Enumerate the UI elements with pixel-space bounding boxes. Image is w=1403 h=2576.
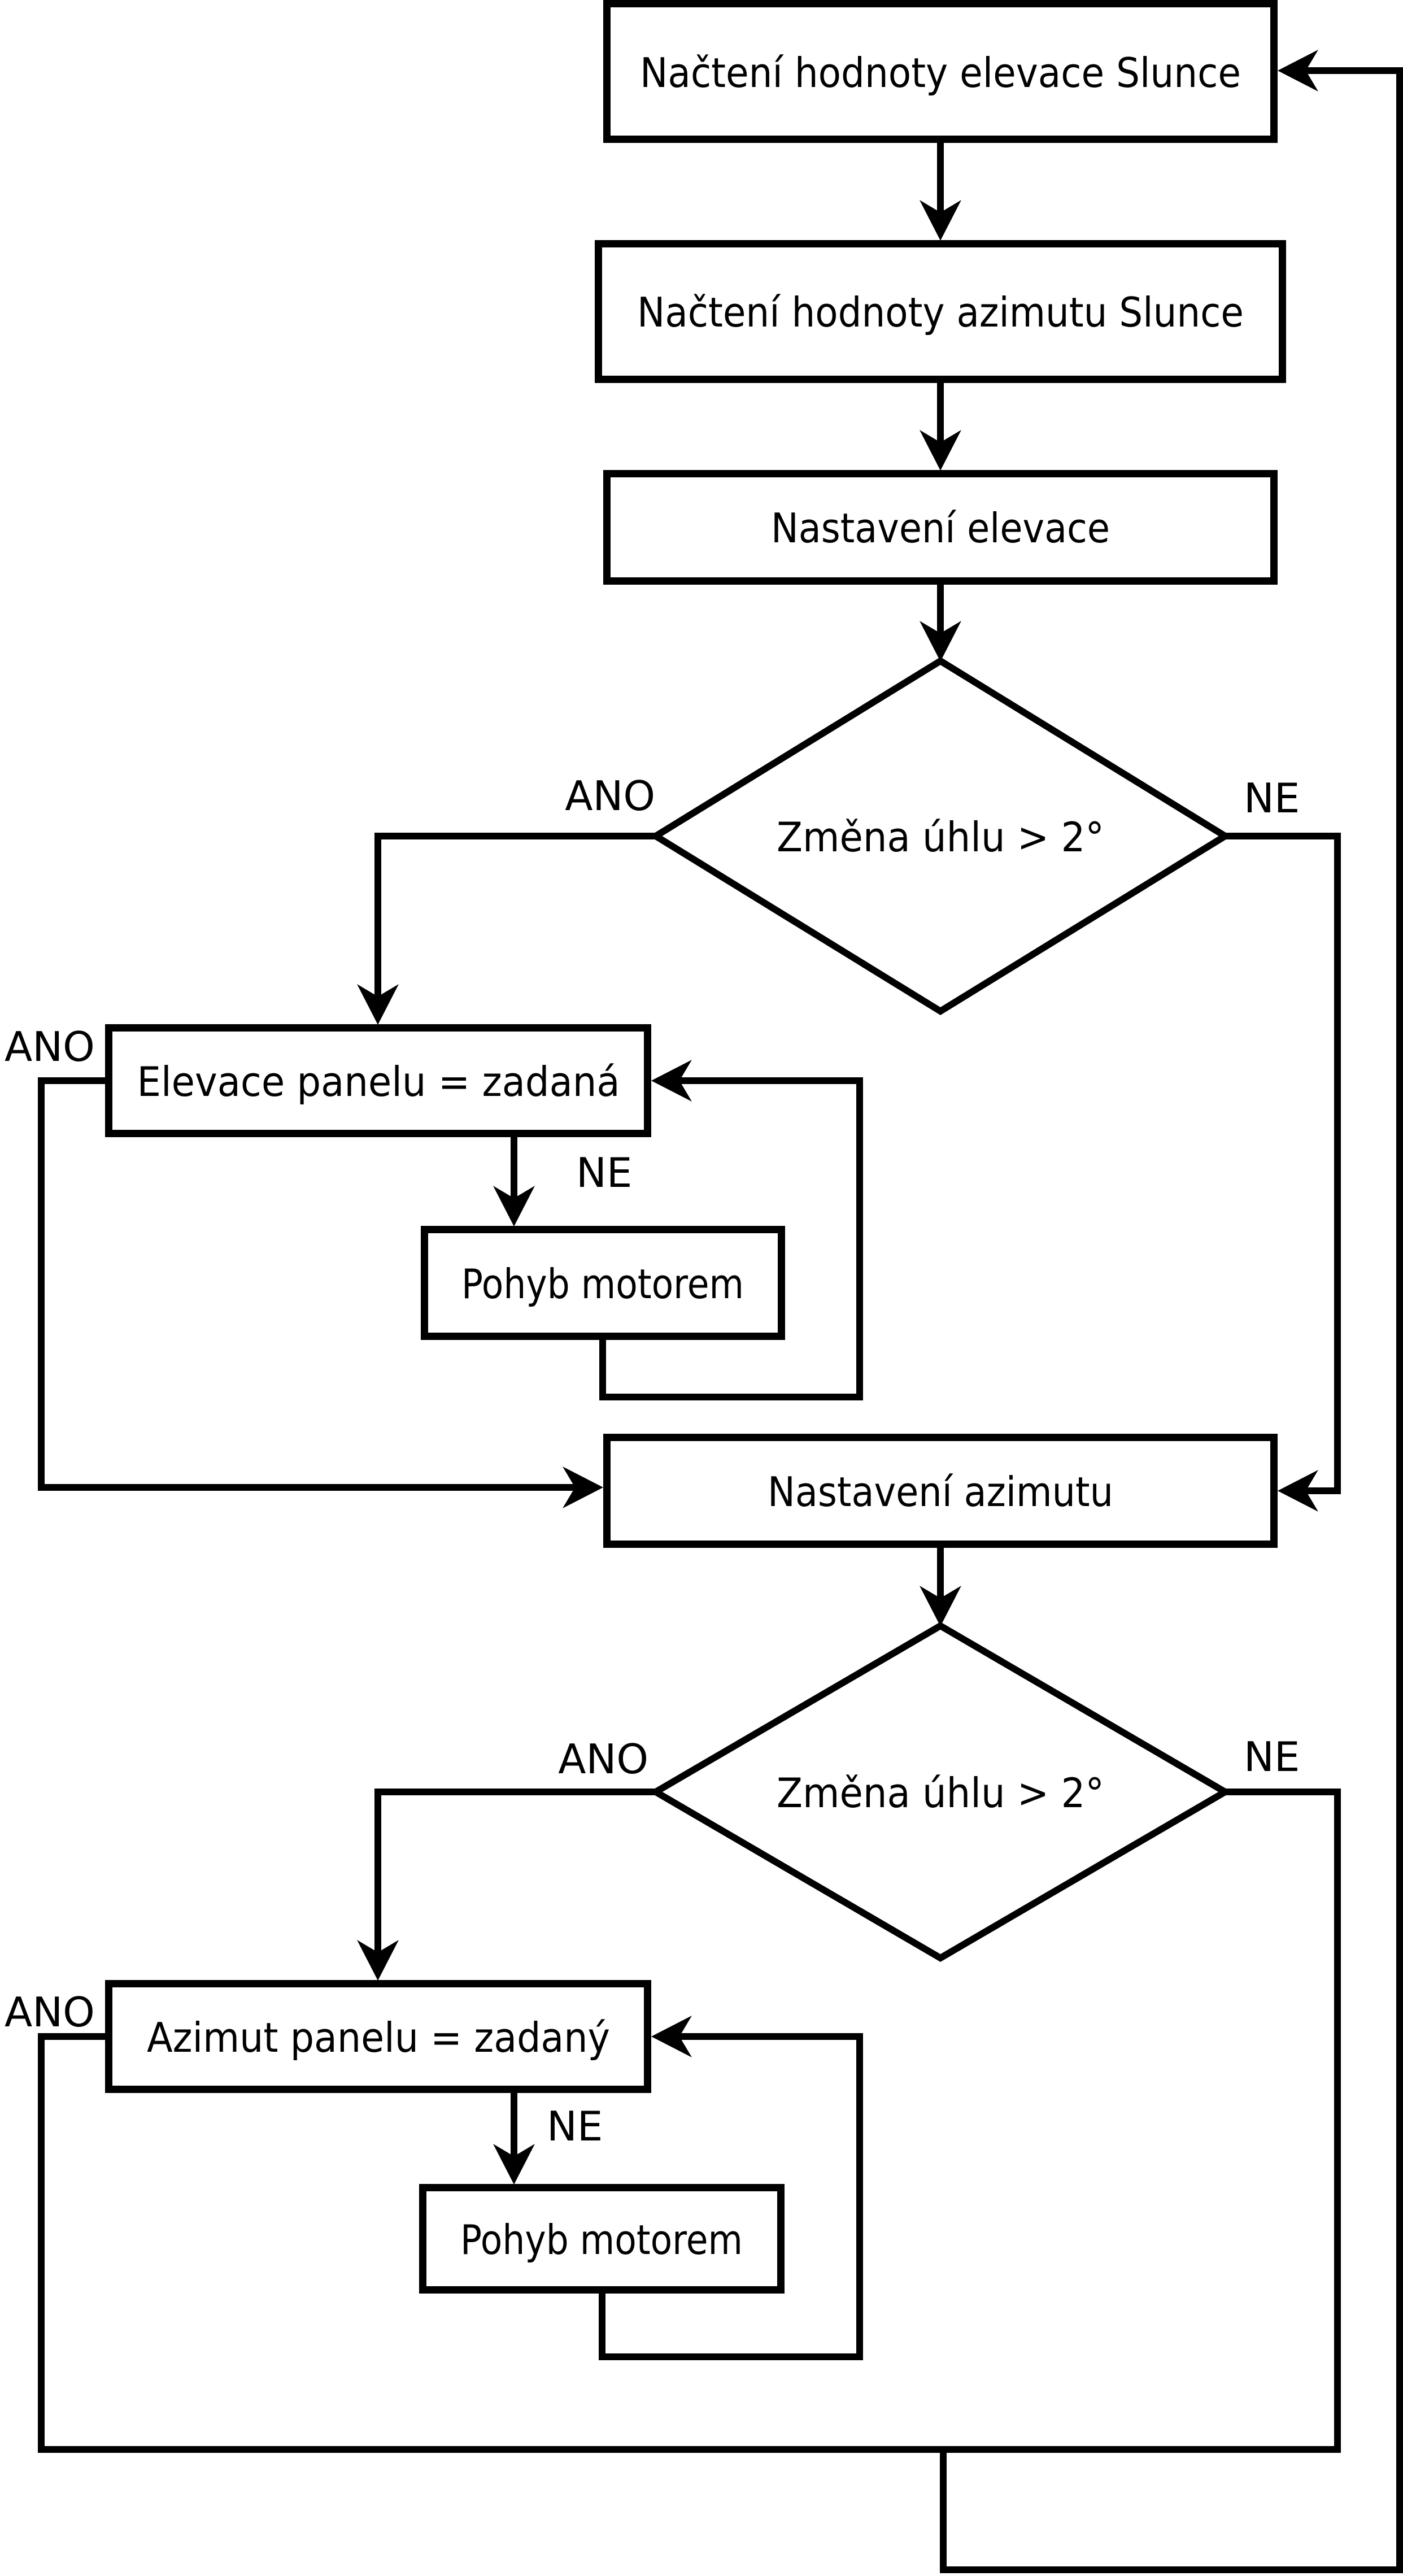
arrowhead-yes-into-set-azimuth [563,1467,603,1508]
branch-label-yes-azimuth-check: ANO [558,1735,648,1783]
process-box-motor-elevation [421,1226,785,1340]
arrowhead-return-into-read-elevation [1278,50,1318,92]
label-set-azimuth: Nastavení azimutu [768,1468,1113,1516]
branch-label-yes-elevation-equal: ANO [5,1023,95,1071]
arrowhead-loop-into-azimuth-equal [651,2016,692,2057]
edge-azimuth-equal-yes [38,2033,1341,2453]
edges [38,67,1403,2573]
process-box-elevation-equal [105,1024,651,1137]
arrowheads [357,50,1318,2185]
node-labels: Načtení hodnoty elevace Slunce Načtení h… [137,49,1244,2264]
label-azimuth-equal: Azimut panelu = zadaný [147,2014,610,2061]
process-box-motor-azimuth [419,2184,785,2294]
arrowhead-into-motor-elevation [493,1186,535,1226]
branch-label-no-azimuth-check: NE [1244,1733,1300,1781]
branch-label-no-azimuth-equal: NE [547,2103,603,2150]
edge-elevation-equal-yes [38,1077,578,1491]
branch-label-yes-elevation-check: ANO [565,772,655,820]
arrowhead-into-set-elevation [920,430,961,471]
label-read-elevation: Načtení hodnoty elevace Slunce [640,49,1241,97]
label-read-azimuth: Načtení hodnoty azimutu Slunce [637,289,1244,336]
arrowhead-no-into-set-azimuth [1278,1470,1318,1512]
process-box-read-azimuth [595,240,1286,383]
label-azimuth-check: Změna úhlu > 2° [777,1769,1104,1817]
edge-elevation-check-yes [374,833,659,1001]
label-motor-azimuth: Pohyb motorem [460,2216,743,2264]
label-set-elevation: Nastavení elevace [771,504,1110,552]
edge-motor-azimuth-loop [599,2033,863,2360]
process-box-azimuth-equal [105,1980,651,2093]
process-box-set-elevation [603,470,1278,585]
edge-azimuth-check-yes [374,1789,659,1956]
branch-label-no-elevation-equal: NE [576,1149,632,1196]
nodes [105,0,1286,2294]
decision-diamond-elevation-check [649,656,1232,1016]
label-motor-elevation: Pohyb motorem [461,1260,744,1308]
decision-diamond-azimuth-check [649,1622,1232,1962]
edge-elevation-check-no [1222,833,1341,1494]
edge-return-to-start [940,67,1403,2573]
arrowhead-into-motor-azimuth [493,2144,535,2185]
branch-label-yes-azimuth-equal: ANO [5,1988,95,2036]
arrowhead-loop-into-elevation-equal [651,1060,692,1102]
label-elevation-equal: Elevace panelu = zadaná [137,1058,620,1106]
edge-motor-elevation-loop [599,1077,863,1400]
arrowhead-into-read-azimuth [920,200,961,241]
arrowhead-into-azimuth-check [920,1586,961,1626]
arrowhead-into-elevation-check [920,621,961,662]
branch-labels: ANO NE ANO NE ANO NE ANO NE [5,772,1300,2150]
arrowhead-into-elevation-equal-top [357,984,399,1025]
arrowhead-into-azimuth-equal-top [357,1940,399,1981]
process-box-set-azimuth [603,1434,1278,1548]
process-box-read-elevation [603,0,1278,143]
branch-label-no-elevation-check: NE [1244,774,1300,822]
edge-azimuth-check-no [1222,1789,1341,2453]
label-elevation-check: Změna úhlu > 2° [777,813,1104,861]
